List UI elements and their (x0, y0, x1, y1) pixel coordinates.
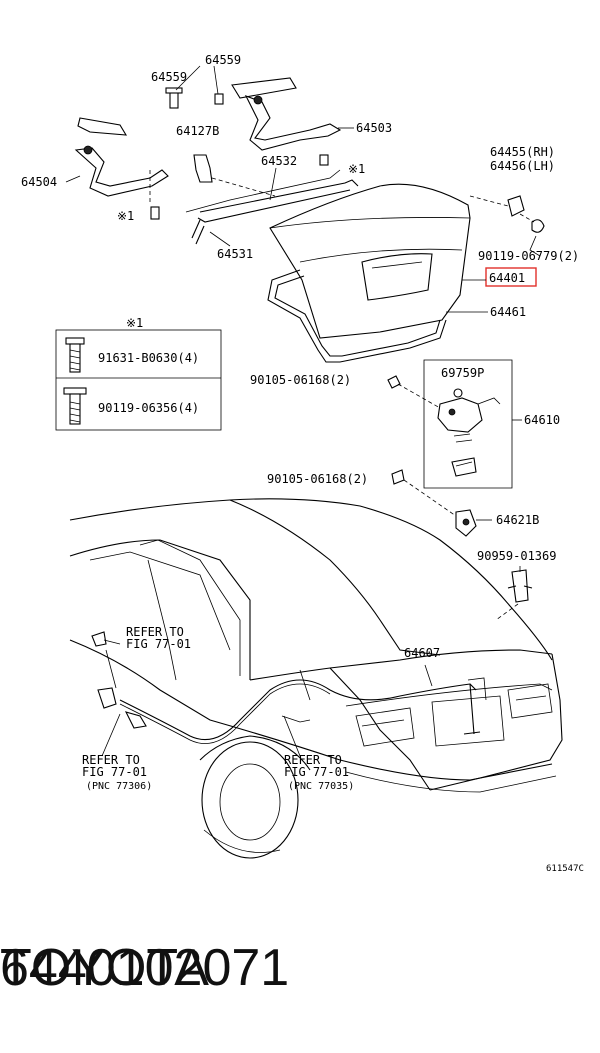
label-64532: 64532 (261, 154, 297, 168)
label-90119-06779: 90119-06779(2) (478, 249, 579, 263)
label-64461: 64461 (490, 305, 526, 319)
label-mark1-a: ※1 (348, 162, 365, 176)
label-64455: 64455(RH) (490, 145, 555, 159)
diagram-code: 611547C (546, 864, 584, 874)
label-90105-06168-b: 90105-06168(2) (267, 472, 368, 486)
vehicle-body (69, 498, 563, 859)
hinge-assembly (74, 77, 359, 245)
label-refer-1-line1: REFER TO (126, 625, 184, 639)
label-refer-2-line1: REFER TO (82, 753, 140, 767)
label-64607: 64607 (404, 646, 440, 660)
label-64531: 64531 (217, 247, 253, 261)
label-refer-2-line3: (PNC 77306) (86, 781, 152, 792)
release-cable (91, 631, 481, 744)
weatherstrip (267, 269, 488, 363)
label-90119-06356: 90119-06356(4) (98, 401, 199, 415)
label-refer-1-line2: FIG 77-01 (126, 637, 191, 651)
label-69759p: 69759P (441, 366, 484, 380)
part-number: 6440102071 (0, 939, 290, 997)
label-mark1-b: ※1 (117, 209, 134, 223)
label-refer-2-line2: FIG 77-01 (82, 765, 147, 779)
door-stop (469, 195, 545, 257)
cable-clamp (495, 566, 533, 621)
label-64504: 64504 (21, 175, 57, 189)
highlight-box (485, 267, 537, 287)
label-64610: 64610 (524, 413, 560, 427)
label-64559-b: 64559 (151, 70, 187, 84)
lock-assembly (387, 359, 522, 537)
brand-name: TOYOTA (0, 939, 209, 997)
label-64559-a: 64559 (205, 53, 241, 67)
label-64401: 64401 (489, 271, 525, 285)
fastener-legend (55, 329, 222, 431)
label-refer-3-line1: REFER TO (284, 753, 342, 767)
label-refer-3-line3: (PNC 77035) (288, 781, 354, 792)
legend-title: ※1 (126, 316, 143, 330)
label-91631-b0630: 91631-B0630(4) (98, 351, 199, 365)
label-64456: 64456(LH) (490, 159, 555, 173)
label-90105-06168-a: 90105-06168(2) (250, 373, 351, 387)
label-64503: 64503 (356, 121, 392, 135)
label-64127b: 64127B (176, 124, 219, 138)
label-90959-01369: 90959-01369 (477, 549, 556, 563)
label-64621b: 64621B (496, 513, 539, 527)
luggage-compartment-door (269, 183, 471, 339)
label-refer-3-line2: FIG 77-01 (284, 765, 349, 779)
